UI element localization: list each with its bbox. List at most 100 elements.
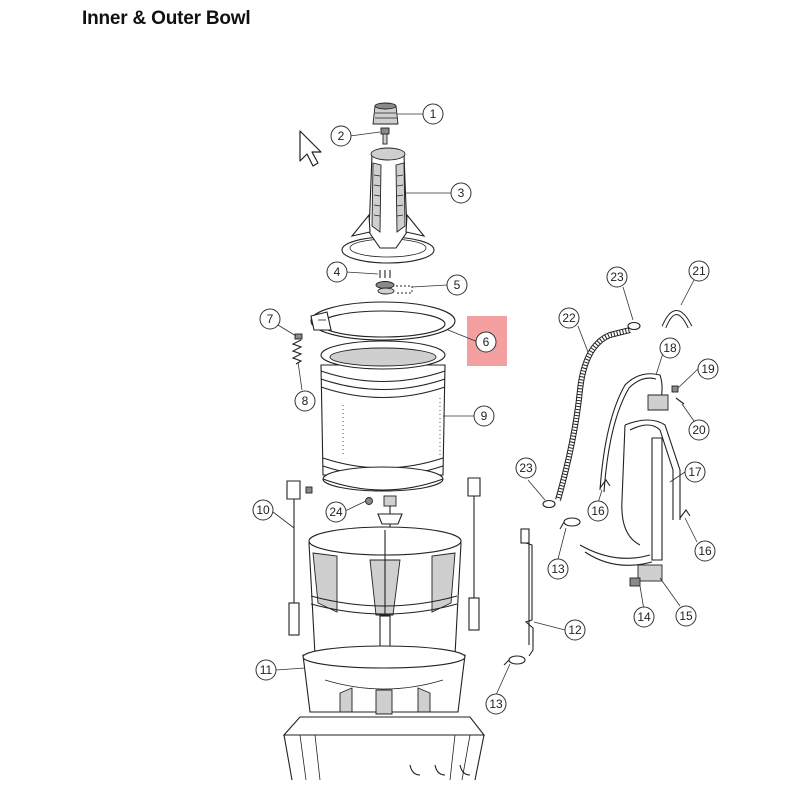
callout-c12[interactable]: 12	[564, 619, 586, 641]
callout-number: 21	[692, 264, 706, 278]
part-13-clamp-lower[interactable]	[503, 655, 526, 666]
callout-number: 17	[688, 465, 702, 479]
callout-c16b[interactable]: 16	[694, 540, 716, 562]
callout-circle	[473, 405, 495, 427]
callout-c8[interactable]: 8	[294, 390, 316, 412]
callout-circle	[688, 260, 710, 282]
callout-c21[interactable]: 21	[688, 260, 710, 282]
part-7-clip[interactable]	[294, 333, 303, 340]
callout-circle	[675, 605, 697, 627]
callout-circle	[326, 261, 348, 283]
part-18-harness[interactable]	[599, 373, 669, 493]
callout-circle	[558, 307, 580, 329]
callout-number: 4	[334, 265, 341, 279]
callout-circle	[684, 461, 706, 483]
callout-c6[interactable]: 6	[475, 331, 497, 353]
part-10-suspension-rod-right[interactable]	[467, 477, 481, 631]
callout-circle	[659, 337, 681, 359]
callout-number: 9	[481, 409, 488, 423]
callout-circle	[515, 457, 537, 479]
page-title: Inner & Outer Bowl	[82, 8, 251, 29]
part-13-clamp-upper[interactable]	[559, 517, 581, 530]
callout-circle	[294, 390, 316, 412]
callout-circle	[694, 540, 716, 562]
callout-c18[interactable]: 18	[659, 337, 681, 359]
part-17-harness-tube[interactable]	[579, 419, 681, 587]
callout-circle	[688, 419, 710, 441]
part-20-screw[interactable]	[675, 397, 685, 405]
callout-circle	[587, 500, 609, 522]
part-2-bolt[interactable]	[380, 127, 390, 145]
callout-number: 15	[679, 609, 693, 623]
callout-c1[interactable]: 1	[422, 103, 444, 125]
callout-c22[interactable]: 22	[558, 307, 580, 329]
callout-number: 12	[568, 623, 582, 637]
callout-c23b[interactable]: 23	[515, 457, 537, 479]
callout-number: 14	[637, 610, 651, 624]
part-11-outer-tub[interactable]	[302, 526, 466, 715]
callout-c10[interactable]: 10	[252, 499, 274, 521]
callout-c11[interactable]: 11	[255, 659, 277, 681]
callout-circle	[259, 308, 281, 330]
callout-c13b[interactable]: 13	[547, 558, 569, 580]
part-9-inner-basket[interactable]	[320, 340, 446, 492]
callout-circle	[330, 125, 352, 147]
callout-number: 7	[267, 312, 274, 326]
cabinet-base	[282, 716, 486, 781]
part-6-balance-ring[interactable]	[310, 301, 456, 341]
part-21-clip[interactable]	[661, 310, 693, 329]
part-22-hose[interactable]	[555, 327, 631, 501]
part-16-clip-b[interactable]	[679, 509, 691, 519]
part-19-connector[interactable]	[671, 385, 679, 393]
callout-c20[interactable]: 20	[688, 419, 710, 441]
callout-number: 6	[483, 335, 490, 349]
callout-circle	[547, 558, 569, 580]
callout-c9[interactable]: 9	[473, 405, 495, 427]
callout-number: 20	[692, 423, 706, 437]
callout-number: 19	[701, 362, 715, 376]
callout-number: 8	[302, 394, 309, 408]
callout-circle	[252, 499, 274, 521]
part-1-cap[interactable]	[372, 102, 399, 125]
callout-circle	[633, 606, 655, 628]
callout-circle	[564, 619, 586, 641]
callout-c5[interactable]: 5	[446, 274, 468, 296]
part-10-suspension-rod-left[interactable]	[286, 480, 301, 636]
leader-lines	[272, 113, 699, 696]
callout-c24[interactable]: 24	[325, 501, 347, 523]
callout-c2[interactable]: 2	[330, 125, 352, 147]
callout-c16a[interactable]: 16	[587, 500, 609, 522]
part-12-drain-tube[interactable]	[520, 528, 534, 657]
part-8-spring[interactable]	[291, 339, 303, 365]
callout-c7[interactable]: 7	[259, 308, 281, 330]
callout-c3[interactable]: 3	[450, 182, 472, 204]
callout-number: 13	[551, 562, 565, 576]
callout-c15[interactable]: 15	[675, 605, 697, 627]
callout-number: 13	[489, 697, 503, 711]
part-4-pins[interactable]	[375, 270, 395, 289]
callout-circle	[422, 103, 444, 125]
callout-number: 10	[256, 503, 270, 517]
callout-number: 2	[338, 129, 345, 143]
part-16-clip-a[interactable]	[599, 479, 611, 489]
callout-number: 5	[454, 278, 461, 292]
part-5-coupling[interactable]	[377, 285, 413, 295]
callout-c4[interactable]: 4	[326, 261, 348, 283]
callout-number: 22	[562, 311, 576, 325]
callout-c23a[interactable]: 23	[606, 266, 628, 288]
part-23-washer-lower[interactable]	[542, 499, 556, 509]
part-23-washer-upper[interactable]	[627, 321, 641, 331]
callout-circle	[450, 182, 472, 204]
callout-c14[interactable]: 14	[633, 606, 655, 628]
callout-c19[interactable]: 19	[697, 358, 719, 380]
part-3-agitator[interactable]	[341, 147, 435, 264]
arrow-cursor-icon	[299, 130, 322, 167]
callout-number: 23	[610, 270, 624, 284]
callout-circle	[606, 266, 628, 288]
callout-c17[interactable]: 17	[684, 461, 706, 483]
callout-c13a[interactable]: 13	[485, 693, 507, 715]
callout-circle	[325, 501, 347, 523]
callout-circle	[485, 693, 507, 715]
